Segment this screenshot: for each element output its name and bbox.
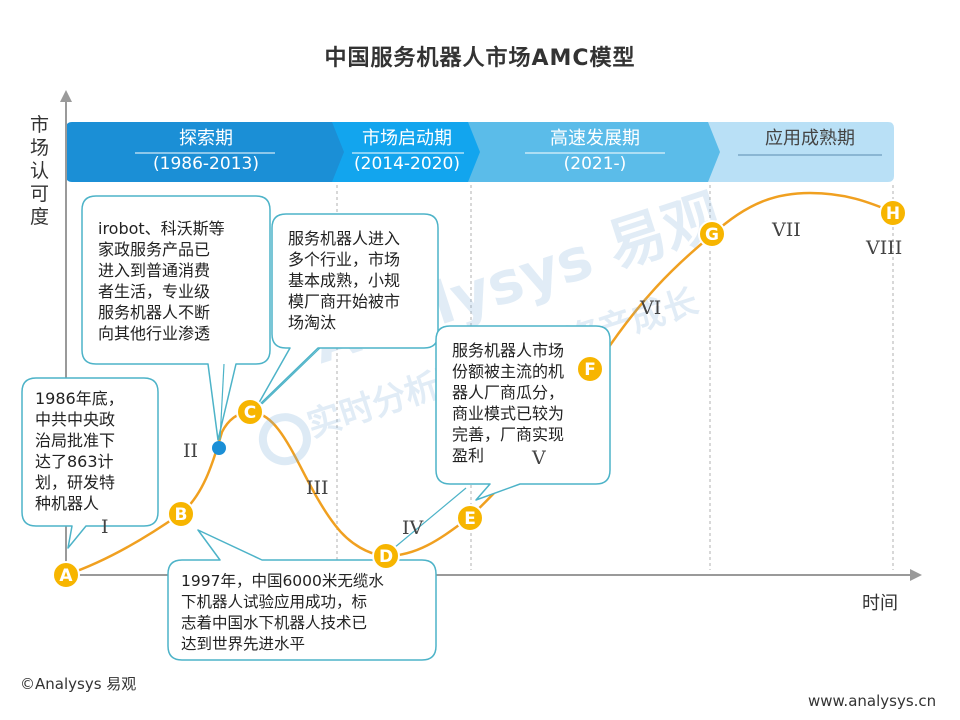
stage-label-2: II [183,440,199,462]
callout-e-line: 完善，厂商实现 [452,425,565,444]
callout-1997: 1997年，中国6000米无缆水 下机器人试验应用成功，标 志着中国水下机器人技… [181,571,435,655]
callout-irobot-line: 向其他行业渗透 [98,324,211,343]
point-marker-b [167,500,195,528]
stage-label-6: VI [640,297,662,319]
callout-1863-line: 中共中央政 [35,410,116,429]
stage-label-8: VIII [866,237,903,259]
callout-1863-line: 划，研发特 [35,473,116,492]
milestone-dot [212,441,226,455]
point-marker-d [372,542,400,570]
callout-c-line: 模厂商开始被市 [288,292,401,311]
callout-e-line: 服务机器人市场 [452,341,565,360]
callout-1863-line: 1986年底， [35,389,124,408]
callout-1997-line: 达到世界先进水平 [181,635,306,653]
callout-e-line: 份额被主流的机 [452,362,565,381]
callout-c-line: 场淘汰 [288,313,337,332]
callout-1997-line: 下机器人试验应用成功，标 [181,593,368,611]
phase-band-4 [700,122,894,182]
callout-irobot-line: 家政服务产品已 [98,240,211,259]
x-axis-arrow [910,569,922,581]
phase-3: 高速发展期 (2021-) [515,124,675,174]
callout-irobot-line: irobot、科沃斯等 [98,219,225,238]
phase-4: 应用成熟期 [730,124,890,150]
callout-irobot: irobot、科沃斯等 家政服务产品已 进入到普通消费 者生活，专业级 服务机器… [98,218,268,344]
watermark [258,413,311,466]
phase-1: 探索期 (1986-2013) [118,124,294,174]
phase-3-years: (2021-) [563,154,627,174]
callout-pointer-d [393,487,467,549]
phase-3-name: 高速发展期 [550,128,640,149]
callout-c: 服务机器人进入 多个行业，市场 基本成熟，小规 模厂商开始被市 场淘汰 [288,228,436,333]
point-label-f: F [584,360,596,380]
callout-e-line: 器人厂商瓜分， [452,383,565,402]
page-title: 中国服务机器人市场AMC模型 [324,46,636,71]
point-marker-a [52,561,80,589]
callout-irobot-line: 服务机器人不断 [98,303,211,322]
point-marker-e [456,504,484,532]
callout-bubble-1863 [21,377,159,549]
point-marker-h [879,199,907,227]
amc-curve [65,191,894,577]
callout-1863-line: 治局批准下 [35,431,116,450]
callout-1997-line: 1997年，中国6000米无缆水 [181,572,384,590]
website-link[interactable]: www.analysys.cn [808,692,937,710]
stage-label-4: IV [402,517,424,539]
phase-1-years: (1986-2013) [153,154,259,174]
phase-2: 市场启动期 (2014-2020) [344,124,470,174]
callout-c-line: 基本成熟，小规 [288,271,401,290]
callout-irobot-line: 者生活，专业级 [98,282,211,301]
y-axis-arrow [60,90,72,102]
callout-e-line: 盈利 [452,446,485,465]
callout-1863: 1986年底， 中共中央政 治局批准下 达了863计 划，研发特 种机器人 [35,388,157,514]
stage-label-1: I [101,516,109,538]
point-label-b: B [175,505,188,525]
y-axis-label: 市场认可度 [30,114,50,228]
callout-pointer-irobot [219,363,225,441]
phase-2-name: 市场启动期 [362,128,452,149]
point-label-a: A [59,566,73,586]
x-axis-label: 时间 [862,593,898,614]
phase-1-name: 探索期 [179,128,233,149]
callout-c-line: 多个行业，市场 [288,250,401,269]
callout-e-line: 商业模式已较为 [452,404,565,423]
callout-c-line: 服务机器人进入 [288,229,401,248]
callout-irobot-line: 进入到普通消费 [98,261,211,280]
stage-label-7: VII [772,219,801,241]
phase-2-years: (2014-2020) [354,154,460,174]
callout-1997-line: 志着中国水下机器人技术已 [181,614,368,632]
callout-e: 服务机器人市场 份额被主流的机 器人厂商瓜分， 商业模式已较为 完善，厂商实现 … [452,340,608,466]
callout-bubble-e [435,325,611,501]
point-label-g: G [705,225,719,245]
point-marker-g [698,220,726,248]
stage-label-3: III [306,477,329,499]
callout-1863-line: 种机器人 [35,494,100,513]
phase-band-3 [460,122,720,182]
callout-bubble-1997 [167,529,437,661]
point-marker-f [576,355,604,383]
phase-band-2 [324,122,480,182]
callout-1863-line: 达了863计 [35,452,114,471]
point-label-c: C [244,403,256,423]
point-label-e: E [464,509,476,529]
phase-4-name: 应用成熟期 [765,128,855,149]
phase-band-1 [66,122,344,182]
copyright: ©Analysys 易观 [20,675,137,693]
point-label-h: H [886,204,900,224]
point-label-d: D [379,547,393,567]
point-marker-c [236,398,264,426]
callout-pointer-c [261,347,321,405]
callout-bubble-c [255,213,439,409]
stage-label-5: V [532,447,546,469]
